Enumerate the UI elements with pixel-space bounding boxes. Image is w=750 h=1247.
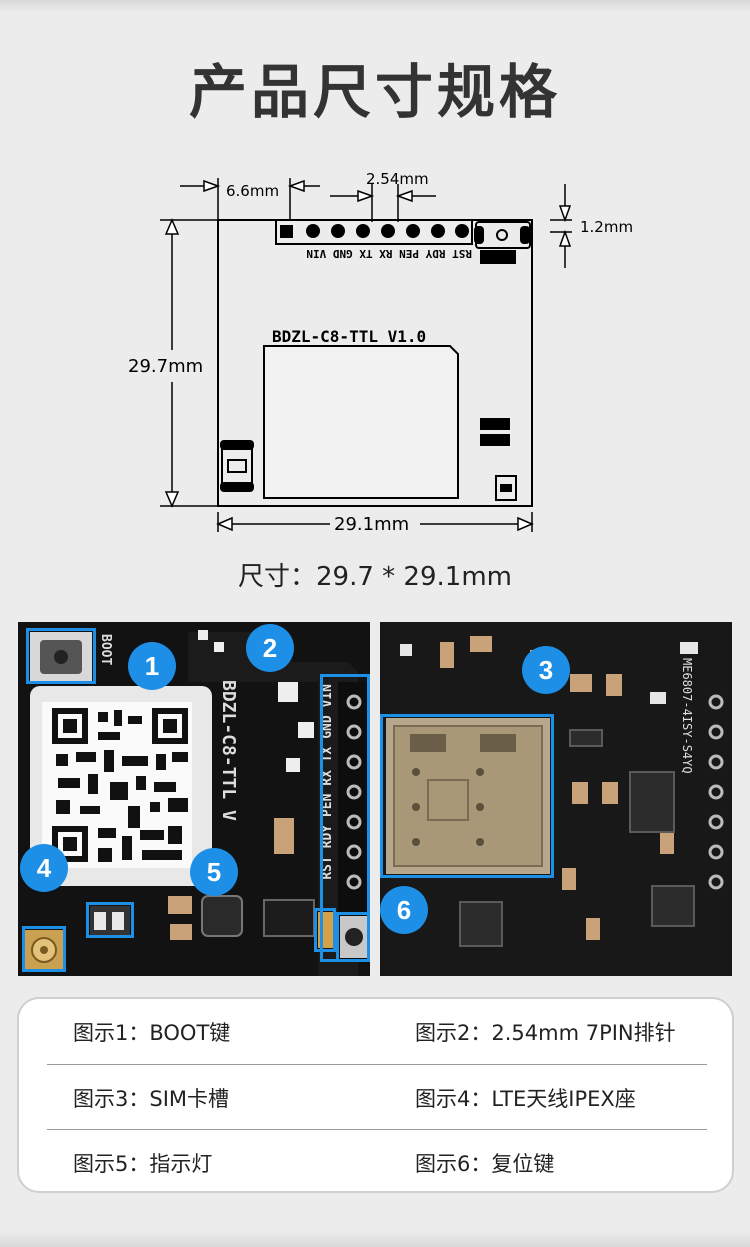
- highlight-led-right: [314, 908, 336, 952]
- module-outline: [263, 345, 459, 499]
- led-block: [480, 250, 516, 264]
- pin: [455, 224, 469, 238]
- ipex-pad: [500, 484, 512, 492]
- back-photo-art: [380, 622, 732, 976]
- highlight-led-left: [86, 902, 134, 938]
- dim-right: 1.2mm: [580, 218, 633, 236]
- boot-silkscreen: BOOT: [98, 634, 113, 666]
- highlight-reset: [336, 912, 370, 962]
- reset-circle: [496, 229, 508, 241]
- legend-item: 图示3：SIM卡槽: [73, 1086, 230, 1111]
- highlight-ipex: [22, 926, 66, 972]
- legend-item: 图示4：LTE天线IPEX座: [415, 1086, 636, 1111]
- dim-width: 29.1mm: [334, 514, 409, 535]
- led-block: [480, 434, 510, 446]
- dimension-drawing: RST RDY PEN RX TX GND VIN BDZL-C8-TTL V1…: [128, 170, 633, 535]
- dim-pin-offset: 6.6mm: [226, 182, 279, 200]
- legend-panel: 图示1：BOOT键 图示2：2.54mm 7PIN排针 图示3：SIM卡槽 图示…: [17, 997, 734, 1193]
- bottom-shadow: [0, 1232, 750, 1247]
- pin-square: [280, 225, 293, 238]
- legend-item: 图示5：指示灯: [73, 1151, 213, 1176]
- ipex-outline: [495, 475, 517, 501]
- pad: [474, 226, 484, 244]
- pin: [356, 224, 370, 238]
- pin-header-outline: [275, 219, 473, 245]
- dim-height: 29.7mm: [128, 356, 203, 377]
- board-label: BDZL-C8-TTL V1.0: [272, 327, 426, 346]
- callout-3: 3: [522, 646, 570, 694]
- pad: [220, 482, 254, 492]
- legend-item: 图示2：2.54mm 7PIN排针: [415, 1020, 676, 1045]
- pin: [306, 224, 320, 238]
- board-silkscreen: BDZL-C8-TTL V: [218, 680, 239, 821]
- callout-2: 2: [246, 624, 294, 672]
- pin-labels: RST RDY PEN RX TX GND VIN: [306, 247, 472, 260]
- callout-5: 5: [190, 848, 238, 896]
- pin: [431, 224, 445, 238]
- callout-6: 6: [380, 886, 428, 934]
- front-photo-art: [18, 622, 370, 976]
- page-title: 产品尺寸规格: [188, 58, 561, 126]
- pin: [331, 224, 345, 238]
- highlight-boot: [26, 628, 96, 684]
- highlight-sim: [380, 714, 554, 878]
- legend-item: 图示6：复位键: [415, 1151, 555, 1176]
- size-text: 尺寸：29.7 * 29.1mm: [238, 562, 512, 592]
- pin: [381, 224, 395, 238]
- module-photo-back: ME6807-4ISY-S4YQ 3: [380, 622, 732, 976]
- pad: [220, 440, 254, 450]
- legend-row-3: 图示5：指示灯 图示6：复位键: [47, 1130, 707, 1195]
- pin: [406, 224, 420, 238]
- legend-row-2: 图示3：SIM卡槽 图示4：LTE天线IPEX座: [47, 1065, 707, 1130]
- callout-4: 4: [20, 844, 68, 892]
- dim-pitch: 2.54mm: [366, 170, 429, 188]
- legend-item: 图示1：BOOT键: [73, 1020, 231, 1045]
- callout-1: 1: [128, 642, 176, 690]
- pad: [520, 226, 530, 244]
- boot-circle: [227, 459, 247, 473]
- top-shadow: [0, 0, 750, 12]
- divider: [47, 1129, 707, 1130]
- back-silkscreen: ME6807-4ISY-S4YQ: [680, 658, 694, 774]
- led-block: [480, 418, 510, 430]
- legend-row-1: 图示1：BOOT键 图示2：2.54mm 7PIN排针: [47, 999, 707, 1064]
- module-photo-front: BOOT BDZL-C8-TTL V RST RDY PEN RX TX GND…: [18, 622, 370, 976]
- divider: [47, 1064, 707, 1065]
